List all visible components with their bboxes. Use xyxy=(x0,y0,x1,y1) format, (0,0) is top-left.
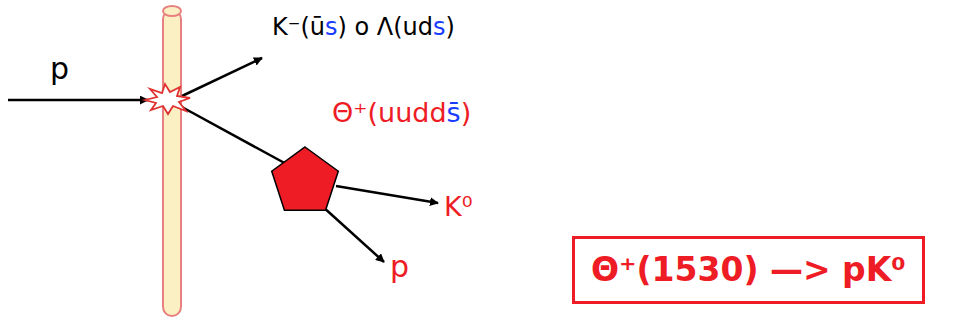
pentaquark-pentagon: Θ⁺(uudds̄) xyxy=(266,142,344,216)
reaction-text: Θ⁺(1530) —> pK⁰ xyxy=(591,251,906,289)
beam-arrow xyxy=(8,99,148,102)
particle-label: p xyxy=(390,250,409,283)
decay-arrow xyxy=(336,186,438,203)
particle-label: K⁰ xyxy=(444,192,473,222)
reaction-box: Θ⁺(1530) —> pK⁰ xyxy=(572,236,925,304)
particle-label: p xyxy=(50,52,69,85)
decay-arrow xyxy=(322,206,384,262)
collision-star xyxy=(145,84,190,114)
track-arrow xyxy=(182,58,262,96)
target-cylinder xyxy=(163,6,181,316)
pentagon-shape xyxy=(266,142,344,216)
particle-label: Θ⁺(uudds̄) xyxy=(332,98,471,128)
track-line xyxy=(180,106,290,166)
particle-label: K⁻(ūs) o Λ(uds) xyxy=(272,14,455,40)
